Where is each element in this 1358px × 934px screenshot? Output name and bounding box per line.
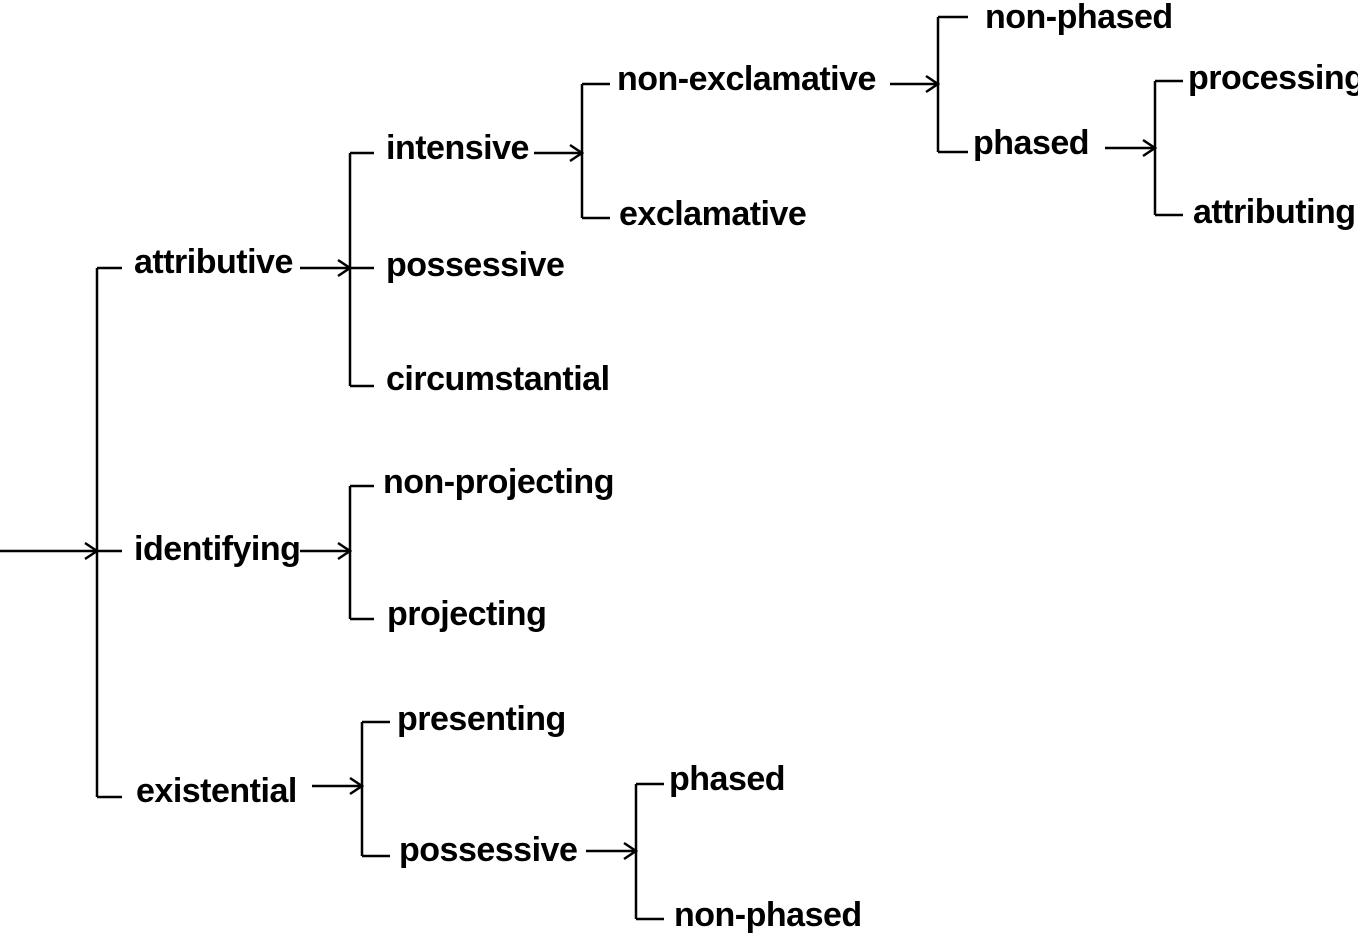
node-circumstantial: circumstantial [386,360,610,398]
node-identifying: identifying [134,530,301,568]
node-projecting: projecting [387,595,547,633]
arrow-attributive [300,258,353,278]
node-possessive-attributive: possessive [386,246,565,284]
arrow-existential [312,776,365,796]
bracket-attributive [348,151,374,388]
bracket-intensive [580,82,610,220]
node-attributive: attributive [134,243,293,281]
node-non-phased-bottom: non-phased [674,896,862,934]
arrow-possessive-existential [586,841,639,861]
arrow-intensive [534,143,585,163]
bracket-existential [360,720,390,858]
bracket-non-exclamative [936,15,968,154]
node-processing: processing [1188,59,1358,97]
node-non-projecting: non-projecting [383,463,614,501]
node-existential: existential [136,772,297,810]
bracket-root [95,266,122,799]
node-phased-top: phased [973,124,1090,162]
bracket-possessive-existential [634,782,664,921]
node-exclamative: exclamative [619,195,807,233]
node-non-phased-top: non-phased [985,0,1173,36]
arrow-non-exclamative [890,74,941,94]
arrow-identifying [300,541,353,561]
bracket-identifying [348,484,374,621]
node-phased-bottom: phased [669,760,786,798]
node-possessive-existential: possessive [399,831,578,869]
arrow-phased-top [1105,138,1158,158]
bracket-phased-top [1153,79,1183,217]
node-presenting: presenting [397,700,566,738]
node-attributing: attributing [1193,193,1356,231]
node-intensive: intensive [386,129,529,167]
root-entry-arrow [0,541,100,561]
node-non-exclamative: non-exclamative [617,60,876,98]
